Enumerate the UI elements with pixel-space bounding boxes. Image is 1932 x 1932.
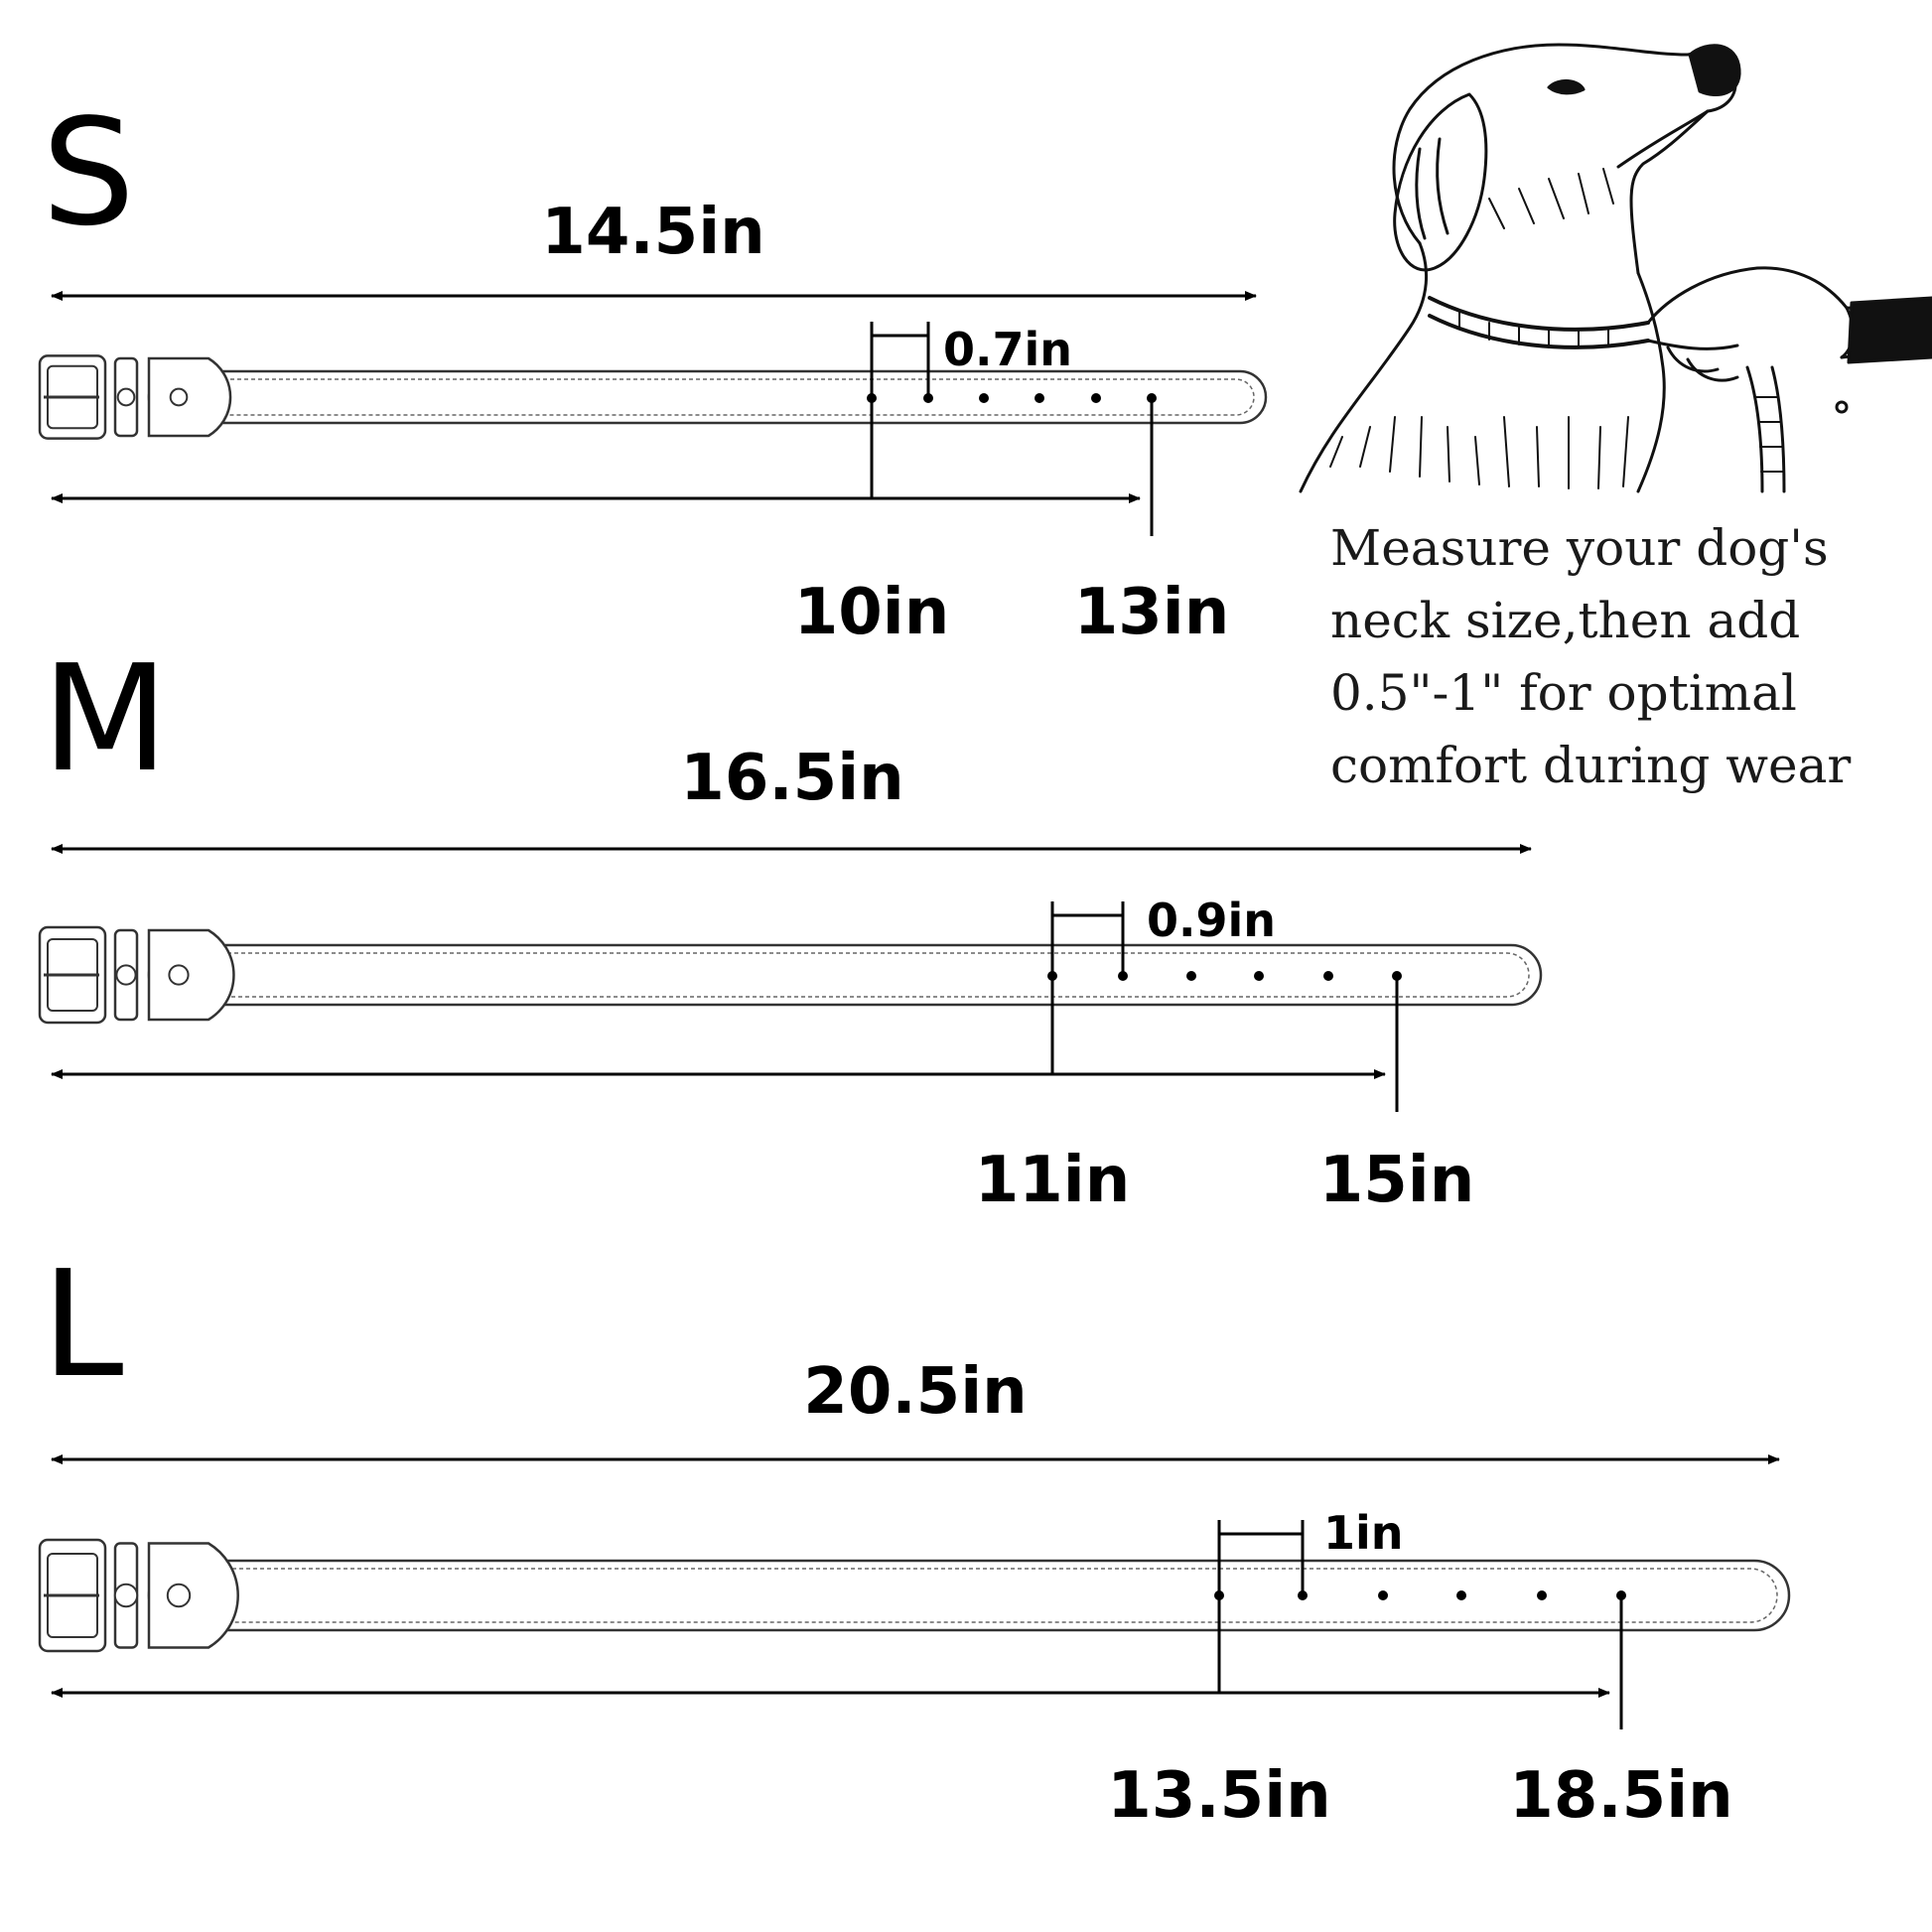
strap-stitching	[156, 1568, 1778, 1623]
total-length-label: 16.5in	[680, 742, 903, 815]
size-label: S	[42, 87, 135, 258]
min-fit-label: 10in	[794, 576, 950, 649]
total-length-label: 14.5in	[541, 196, 764, 269]
hole-spacing-label: 0.7in	[943, 323, 1072, 376]
hole-dot	[1537, 1590, 1547, 1600]
rivet-icon	[115, 964, 137, 986]
hole-dot	[1323, 971, 1333, 981]
rivet-icon	[168, 964, 190, 986]
collar-strap	[38, 1538, 1791, 1653]
rivet-icon	[113, 1583, 139, 1608]
hole-dot	[1091, 393, 1101, 403]
size-label: M	[42, 633, 169, 804]
max-fit-label: 18.5in	[1509, 1759, 1732, 1833]
rivet-icon	[166, 1583, 192, 1608]
collar-strap	[38, 354, 1268, 440]
hole-dot	[1456, 1590, 1466, 1600]
d-ring-icon	[147, 356, 232, 438]
hole-spacing-label: 1in	[1323, 1506, 1404, 1560]
d-ring-icon	[147, 1542, 239, 1649]
hole-dot	[979, 393, 989, 403]
size-s-group: S 14.5in 0.7in 10in 13in	[38, 87, 1268, 649]
measuring-tip-text: Measure your dog's neck size,then add 0.…	[1330, 519, 1852, 794]
hole-dot	[1378, 1590, 1388, 1600]
rivet-icon	[169, 387, 189, 407]
size-l-group: L 20.5in 1in 13.5in 18.5in	[38, 1239, 1791, 1833]
max-fit-label: 15in	[1319, 1144, 1475, 1217]
rivet-icon	[116, 387, 136, 407]
collar-strap	[38, 925, 1543, 1025]
size-m-group: M 16.5in 0.9in 11in 15in	[38, 633, 1543, 1217]
hole-dot	[1035, 393, 1044, 403]
d-ring-icon	[147, 928, 235, 1022]
measuring-tape-icon	[1745, 365, 1786, 493]
dog-illustration	[1299, 43, 1741, 493]
hole-dot	[1186, 971, 1196, 981]
hole-spacing-label: 0.9in	[1147, 894, 1276, 947]
max-fit-label: 13in	[1074, 576, 1230, 649]
total-length-label: 20.5in	[803, 1355, 1027, 1429]
hand-icon	[1646, 266, 1932, 414]
size-label: L	[42, 1239, 123, 1410]
min-fit-label: 13.5in	[1107, 1759, 1330, 1833]
min-fit-label: 11in	[975, 1144, 1131, 1217]
hole-dot	[1254, 971, 1264, 981]
